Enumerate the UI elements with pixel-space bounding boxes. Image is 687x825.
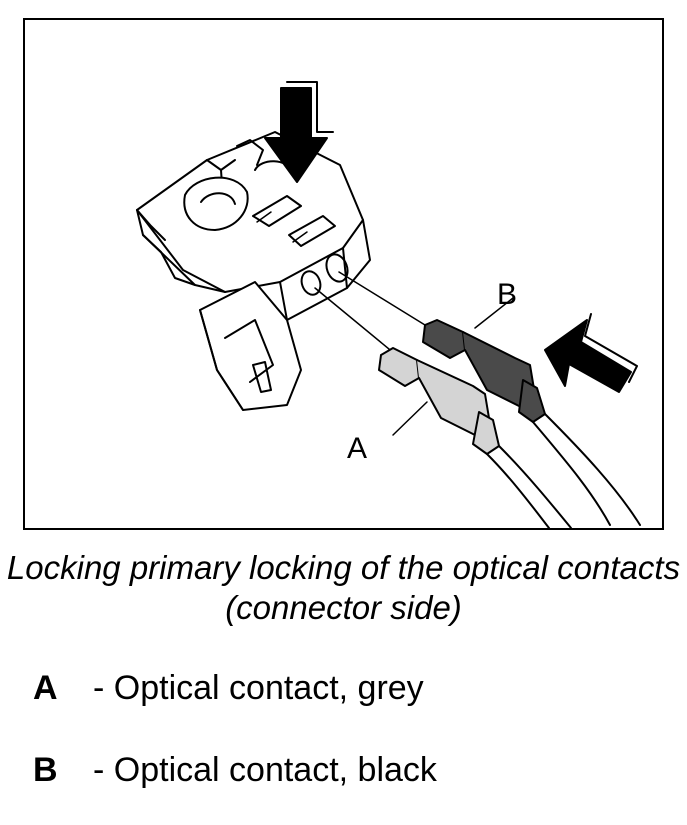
callout-a: A: [347, 432, 367, 465]
optical-contact-black: [422, 319, 641, 526]
guide-lines: [314, 271, 426, 355]
legend-item-b: B - Optical contact, black: [33, 750, 437, 790]
legend-key: B: [33, 751, 58, 789]
locking-slots: [252, 195, 336, 247]
legend-text: - Optical contact, grey: [93, 669, 424, 707]
legend-text: - Optical contact, black: [93, 751, 437, 789]
push-in-arrow-icon: [544, 313, 638, 393]
optical-ports: [300, 253, 349, 296]
callout-b: B: [497, 278, 517, 311]
press-down-arrow-icon: [264, 81, 334, 183]
optical-contact-grey: [378, 347, 572, 528]
connector-housing: [136, 131, 371, 321]
callout-leaders: [392, 297, 514, 436]
legend-key: A: [33, 669, 58, 707]
connector-illustration: A B: [136, 81, 641, 528]
illustration-frame: A B: [23, 18, 664, 530]
connector-latch: [199, 281, 302, 411]
figure-caption: Locking primary locking of the optical c…: [6, 549, 681, 626]
legend-item-a: A - Optical contact, grey: [33, 668, 424, 708]
